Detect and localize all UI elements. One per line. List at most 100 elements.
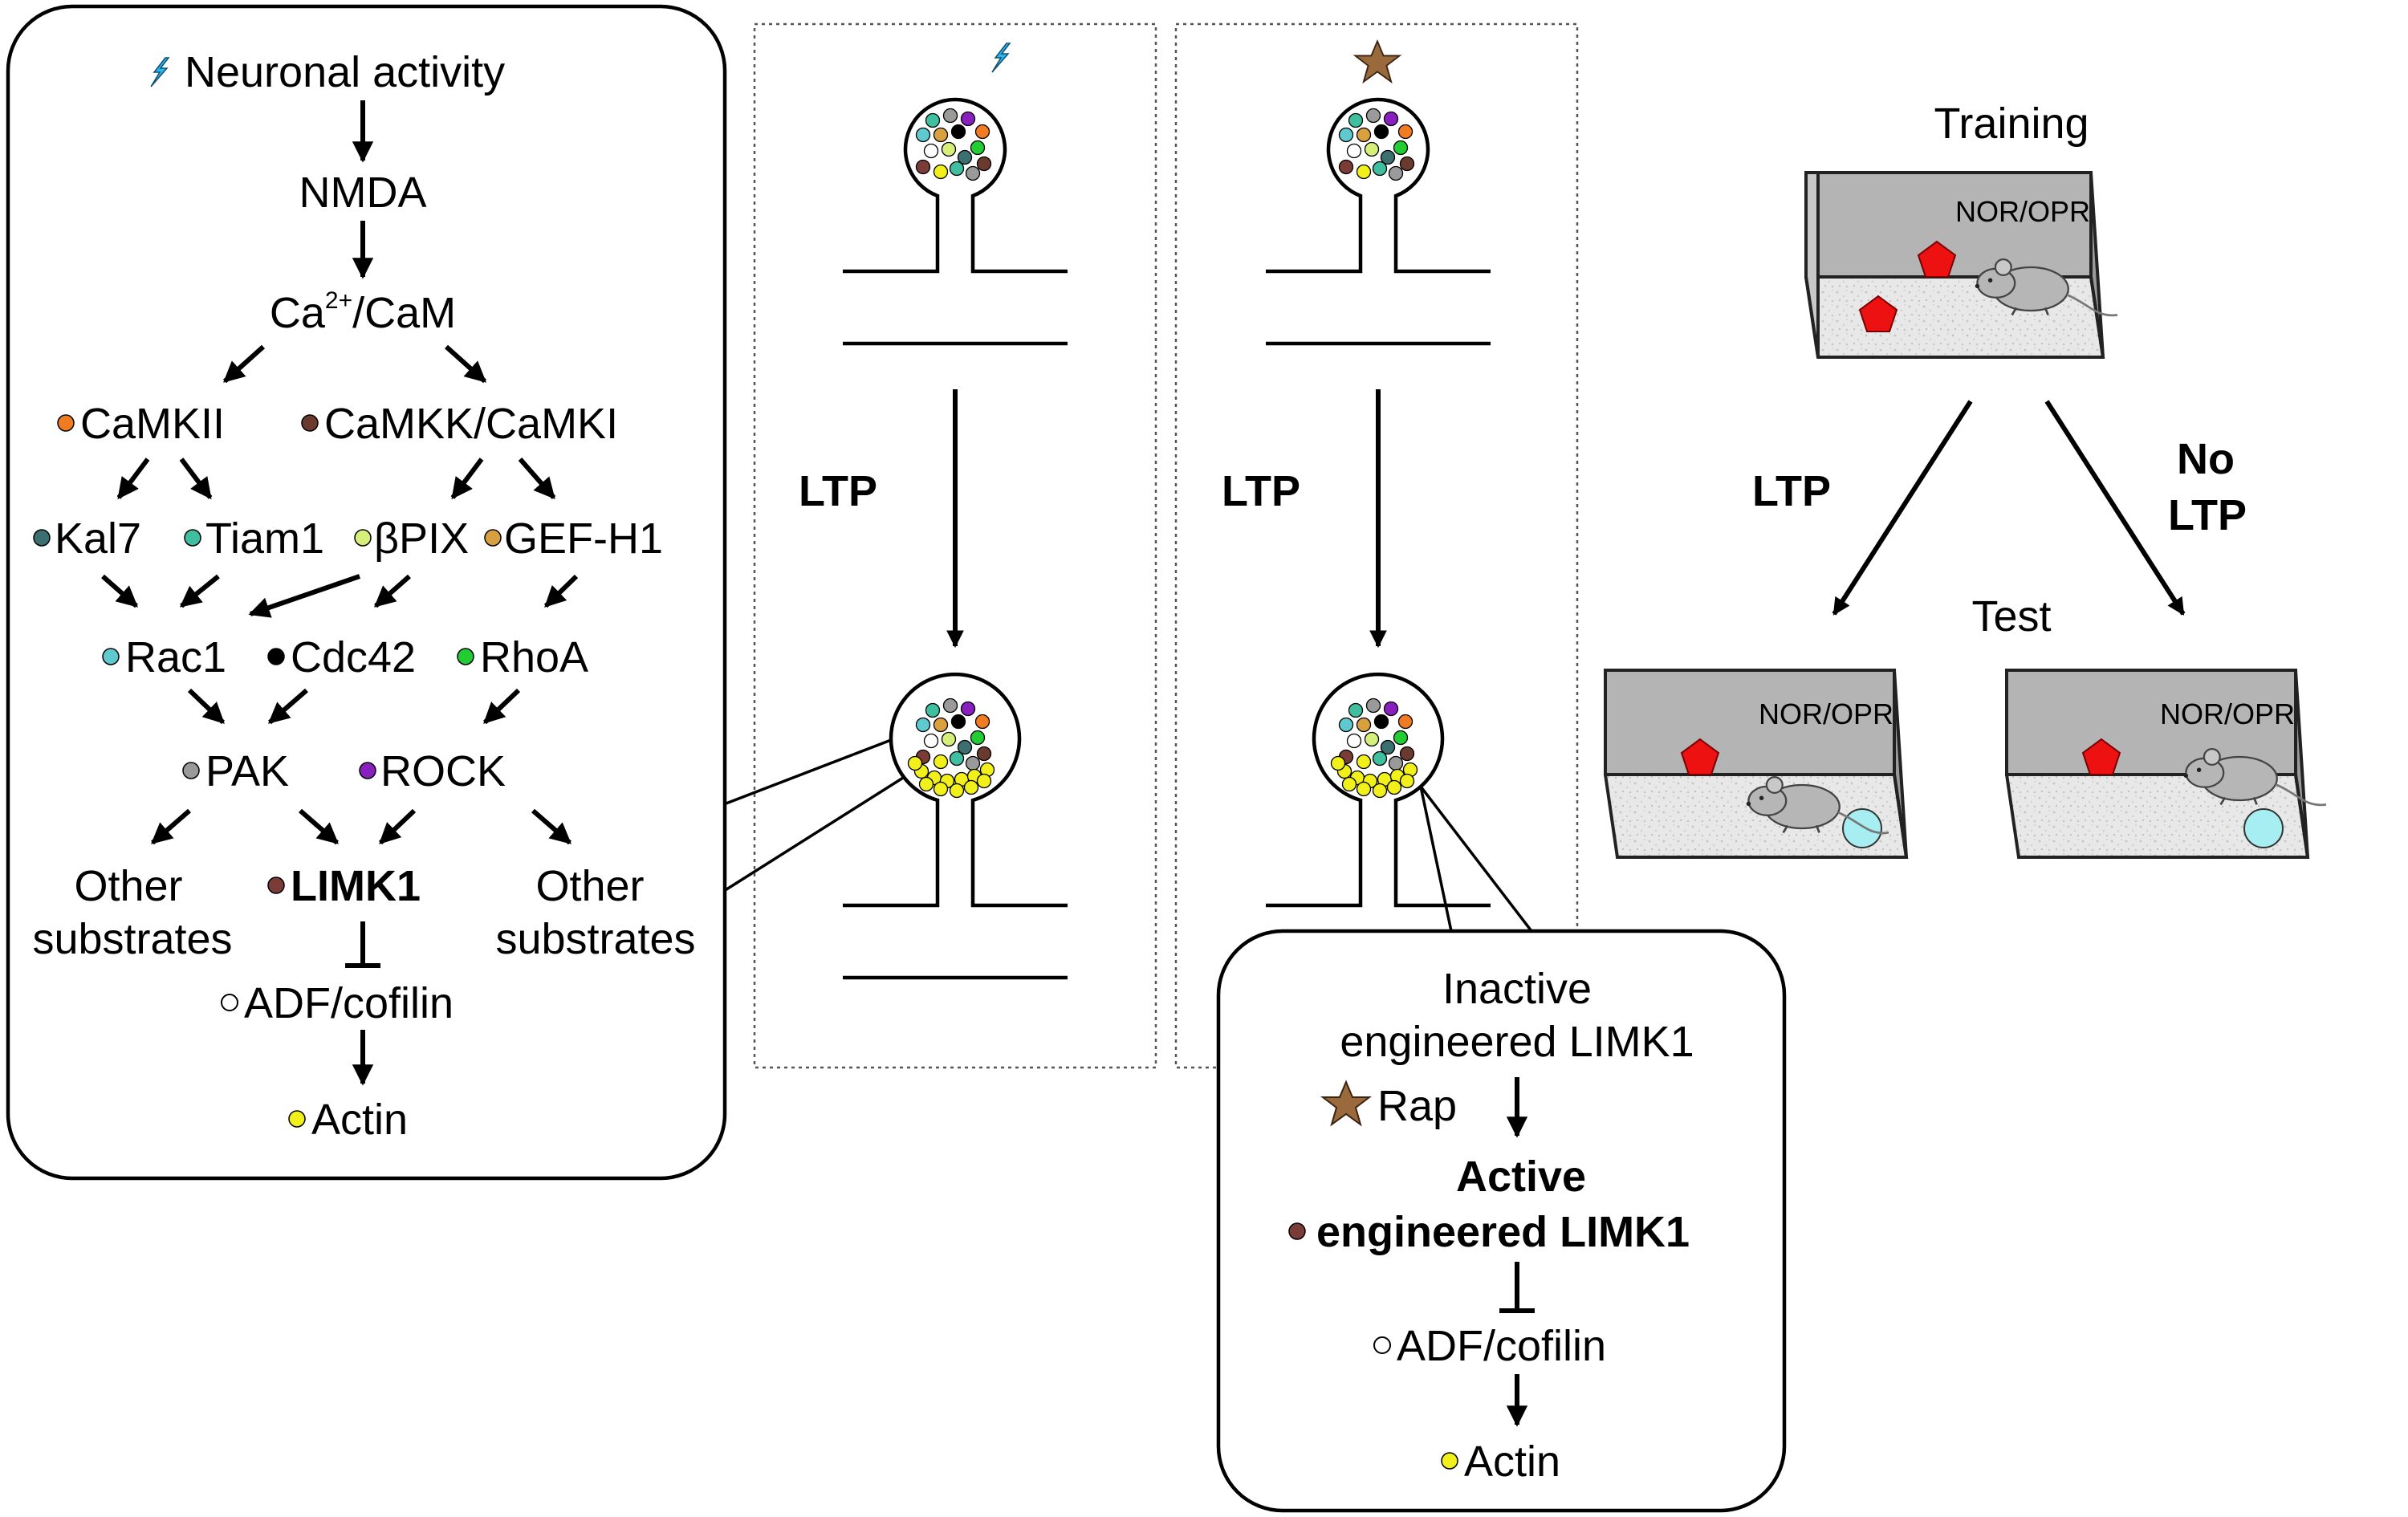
dendritic-spine-after <box>843 672 1068 980</box>
protein-dot <box>950 124 966 140</box>
actin-dot <box>1341 776 1357 792</box>
camkii-label: CaMKII <box>80 400 225 448</box>
nmda-label: NMDA <box>299 169 427 217</box>
star-icon <box>1352 39 1402 84</box>
actin-dot <box>933 781 949 797</box>
lightning-bolt-icon <box>991 43 1011 73</box>
pathway-box <box>6 4 727 1181</box>
protein-dot <box>1364 731 1380 747</box>
protein-dot <box>1397 124 1413 140</box>
protein-dot <box>915 159 931 175</box>
rac1-label: Rac1 <box>125 633 226 681</box>
protein-dot <box>915 717 931 733</box>
star-icon <box>1320 1080 1372 1127</box>
dendritic-spine-before <box>843 97 1068 346</box>
cofilin-dot <box>221 994 238 1011</box>
test-arena-no-ltp: NOR/OPR <box>2005 669 2328 859</box>
other-substrates-left-2: substrates <box>32 915 232 963</box>
arena-label: NOR/OPR <box>1955 195 2090 228</box>
arrow-pak-other <box>151 808 191 845</box>
arena-outline <box>2005 669 2310 859</box>
actin-dot <box>918 776 934 792</box>
arrow-tiam1-rac1 <box>179 574 220 608</box>
ca-cam-label: Ca2+/CaM <box>270 287 456 337</box>
arrow-camkk-gefh1 <box>518 458 556 499</box>
protein-dot <box>1346 733 1362 749</box>
inhibition-engineered-cofilin <box>1499 1262 1535 1313</box>
protein-dot <box>1348 702 1364 718</box>
protein-dot <box>965 755 981 771</box>
actin-dot <box>1356 781 1372 797</box>
protein-dot <box>1372 161 1388 177</box>
protein-dot <box>923 733 939 749</box>
gefh1-label: GEF-H1 <box>504 514 663 563</box>
protein-dot <box>960 701 976 717</box>
protein-dot <box>941 731 957 747</box>
actin-dot <box>1372 783 1388 799</box>
dendritic-spine-before <box>1266 97 1491 346</box>
protein-dot <box>1356 754 1372 770</box>
protein-dot <box>970 140 986 156</box>
protein-dot <box>1383 701 1399 717</box>
protein-dot <box>976 156 992 172</box>
kal7-dot <box>33 529 51 547</box>
camkk-dot <box>301 414 319 432</box>
arrow-bpix-rac1 <box>248 574 360 618</box>
protein-dot <box>950 714 966 730</box>
protein-dot <box>960 111 976 127</box>
protein-dot <box>1393 140 1409 156</box>
engineered-limk1-dot <box>1288 1222 1306 1240</box>
protein-dot <box>949 750 965 767</box>
behavior-panel: Training NOR/OPR LTP No LTP Test NOR/OPR <box>1604 100 2328 859</box>
engineered-box <box>1216 929 1787 1513</box>
inhibition-limk1-cofilin <box>345 921 380 968</box>
cyan-ball <box>1842 808 1882 848</box>
protein-dot <box>965 165 981 181</box>
protein-dot <box>925 702 941 718</box>
protein-dot <box>1388 755 1404 771</box>
protein-dot <box>957 739 973 755</box>
actin-dot <box>288 1110 306 1128</box>
red-pentagon <box>1858 295 1898 332</box>
actin-dot <box>976 773 992 789</box>
protein-dot <box>1365 697 1381 714</box>
protein-dot <box>1356 127 1372 143</box>
protein-dot <box>941 141 957 157</box>
arrow-kal7-rac1 <box>101 574 138 608</box>
red-pentagon <box>2081 738 2121 775</box>
rac1-dot <box>102 648 120 665</box>
arena-label: NOR/OPR <box>1759 697 1893 730</box>
gefh1-dot <box>484 529 502 547</box>
protein-dot <box>923 143 939 159</box>
protein-dot <box>1373 124 1389 140</box>
callout-connector-engineered <box>1419 785 1533 933</box>
tiam1-label: Tiam1 <box>205 514 324 563</box>
test-label: Test <box>1971 592 2051 641</box>
protein-dot <box>942 697 958 714</box>
other-substrates-left-1: Other <box>74 862 182 910</box>
protein-dot <box>942 108 958 124</box>
arena-label: NOR/OPR <box>2160 697 2295 730</box>
protein-dot <box>933 127 949 143</box>
active-label-1: Active <box>1456 1153 1586 1201</box>
arena-outline <box>1604 669 1909 859</box>
cdc42-label: Cdc42 <box>291 633 416 681</box>
ltp-label-right: LTP <box>1222 467 1300 515</box>
signaling-pathway-panel: Neuronal activity NMDA Ca2+/CaM CaMKII C… <box>6 4 727 1181</box>
no-ltp-label-1: No <box>2177 435 2235 483</box>
spine-membrane <box>843 97 1068 274</box>
protein-dot <box>1393 730 1409 746</box>
ltp-label-behavior: LTP <box>1752 467 1831 515</box>
actin-dot <box>1386 779 1402 795</box>
protein-dot <box>1346 143 1362 159</box>
protein-dot <box>915 127 931 143</box>
protein-dot <box>925 112 941 128</box>
protein-dot <box>1348 112 1364 128</box>
arrow-cdc42-pak <box>268 688 308 725</box>
protein-dot <box>1338 159 1354 175</box>
protein-dot <box>1338 717 1354 733</box>
arrow-cam-camkii <box>222 344 266 384</box>
protein-dot <box>1356 717 1372 733</box>
actin-label: Actin <box>311 1096 408 1144</box>
